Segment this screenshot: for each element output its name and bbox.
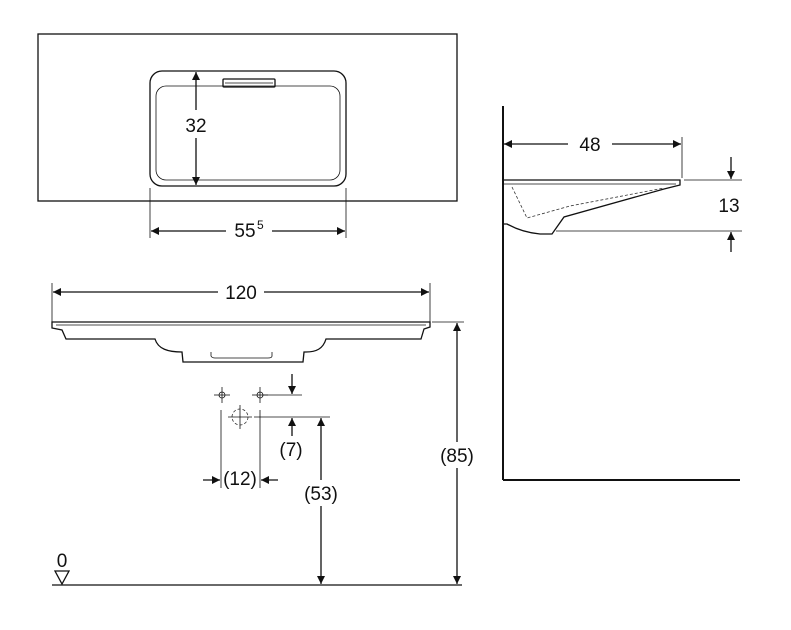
basin-hidden-contour bbox=[511, 186, 665, 219]
basin-width-label: 55 bbox=[234, 221, 255, 242]
drain-marker bbox=[228, 405, 252, 429]
basin-inner-outline bbox=[155, 85, 341, 181]
total-height-label: (85) bbox=[440, 446, 474, 467]
top-view: 32 55 5 bbox=[37, 33, 458, 242]
basin-depth-label: 32 bbox=[185, 116, 206, 137]
floor-level-triangle bbox=[53, 570, 71, 586]
side-view: 48 13 bbox=[502, 106, 742, 481]
tap-spacing-label: (12) bbox=[223, 469, 257, 490]
drain-height-label: (53) bbox=[304, 484, 338, 505]
overflow-slot bbox=[222, 78, 276, 88]
washbasin-front-profile bbox=[51, 321, 431, 363]
washbasin-side-profile bbox=[504, 179, 681, 235]
washbasin-top-outline bbox=[37, 33, 458, 202]
tap-hole-left-marker bbox=[214, 387, 230, 403]
front-view: 120 (7) (12) bbox=[51, 280, 480, 586]
basin-width-superscript: 5 bbox=[257, 218, 264, 232]
tap-offset-label: (7) bbox=[279, 440, 302, 461]
floor-level-label: 0 bbox=[57, 551, 68, 572]
overall-depth-label: 48 bbox=[579, 135, 600, 156]
rim-height-label: 13 bbox=[718, 196, 739, 217]
overall-width-label: 120 bbox=[225, 283, 257, 304]
basin-outer-outline bbox=[149, 70, 347, 187]
